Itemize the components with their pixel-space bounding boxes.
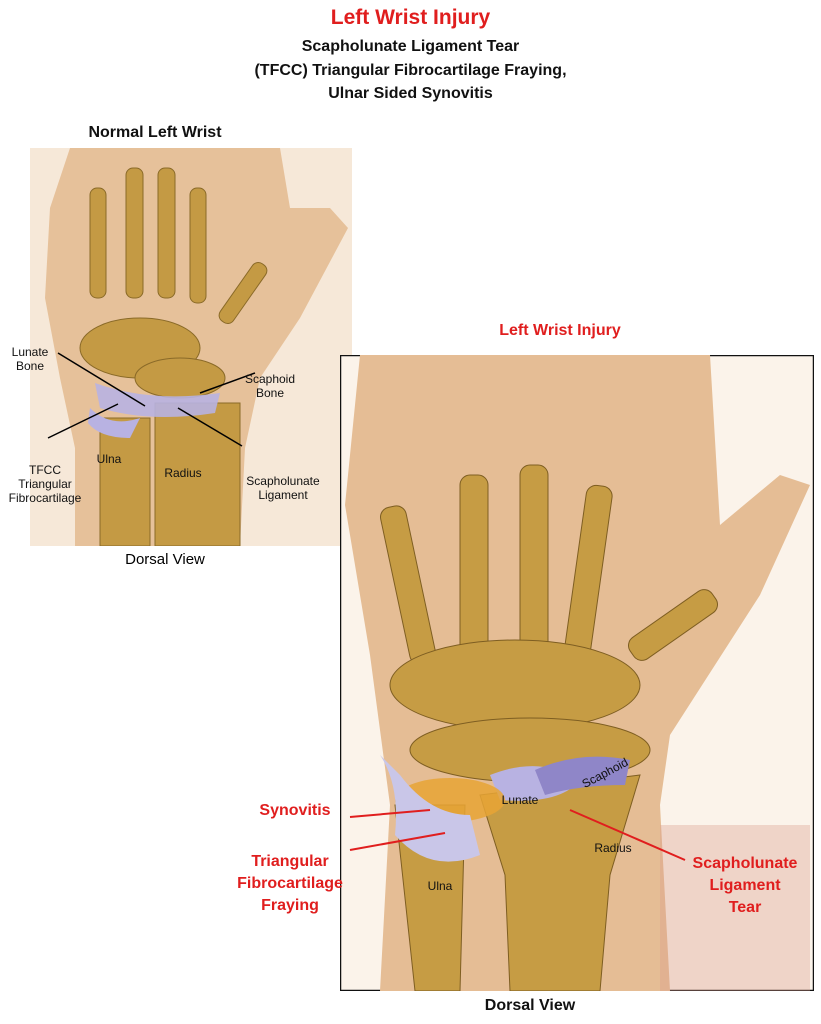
scapholunate-line-1: Scapholunate [246,474,320,488]
label-ulna: Ulna [427,879,453,893]
tfcc-fraying-line-2: Fibrocartilage [237,875,343,892]
label-radius: Radius [594,841,632,855]
normal-wrist-illustration [30,148,352,546]
sl-tear-line-1: Scapholunate [692,855,798,872]
label-lunate-bone: Lunate Bone [11,345,49,373]
subtitle-line-2: (TFCC) Triangular Fibrocartilage Fraying… [254,62,567,79]
injured-wrist-illustration [340,355,814,991]
tfcc-line-3: Fibrocartilage [8,491,82,505]
tfcc-fraying-line-1: Triangular [251,853,329,870]
tfcc-line-1: TFCC [29,463,61,477]
normal-panel-heading: Normal Left Wrist [88,124,222,141]
subtitle-line-3: Ulnar Sided Synovitis [328,85,493,102]
normal-view-label: Dorsal View [125,551,205,568]
tfcc-line-2: Triangular [18,477,72,491]
label-tfcc: TFCC Triangular Fibrocartilage [2,463,88,505]
label-scaphoid-bone: Scaphoid Bone [244,372,296,400]
sl-tear-line-2: Ligament [709,877,781,894]
injury-panel-heading: Left Wrist Injury [499,322,621,339]
sl-tear-line-3: Tear [728,899,762,916]
tfcc-fraying-line-3: Fraying [261,897,319,914]
label-lunate: Lunate [501,793,539,807]
page-title: Left Wrist Injury [330,6,491,29]
label-radius: Radius [164,466,202,480]
label-ulna: Ulna [96,452,122,466]
callout-synovitis: Synovitis [259,802,331,819]
subtitle-line-1: Scapholunate Ligament Tear [301,38,520,55]
callout-tfcc-fraying: Triangular Fibrocartilage Fraying [225,851,355,917]
injury-view-label: Dorsal View [484,997,576,1014]
scapholunate-line-2: Ligament [258,488,308,502]
label-scapholunate-ligament: Scapholunate Ligament [238,474,328,502]
callout-scapholunate-tear: Scapholunate Ligament Tear [680,853,810,919]
